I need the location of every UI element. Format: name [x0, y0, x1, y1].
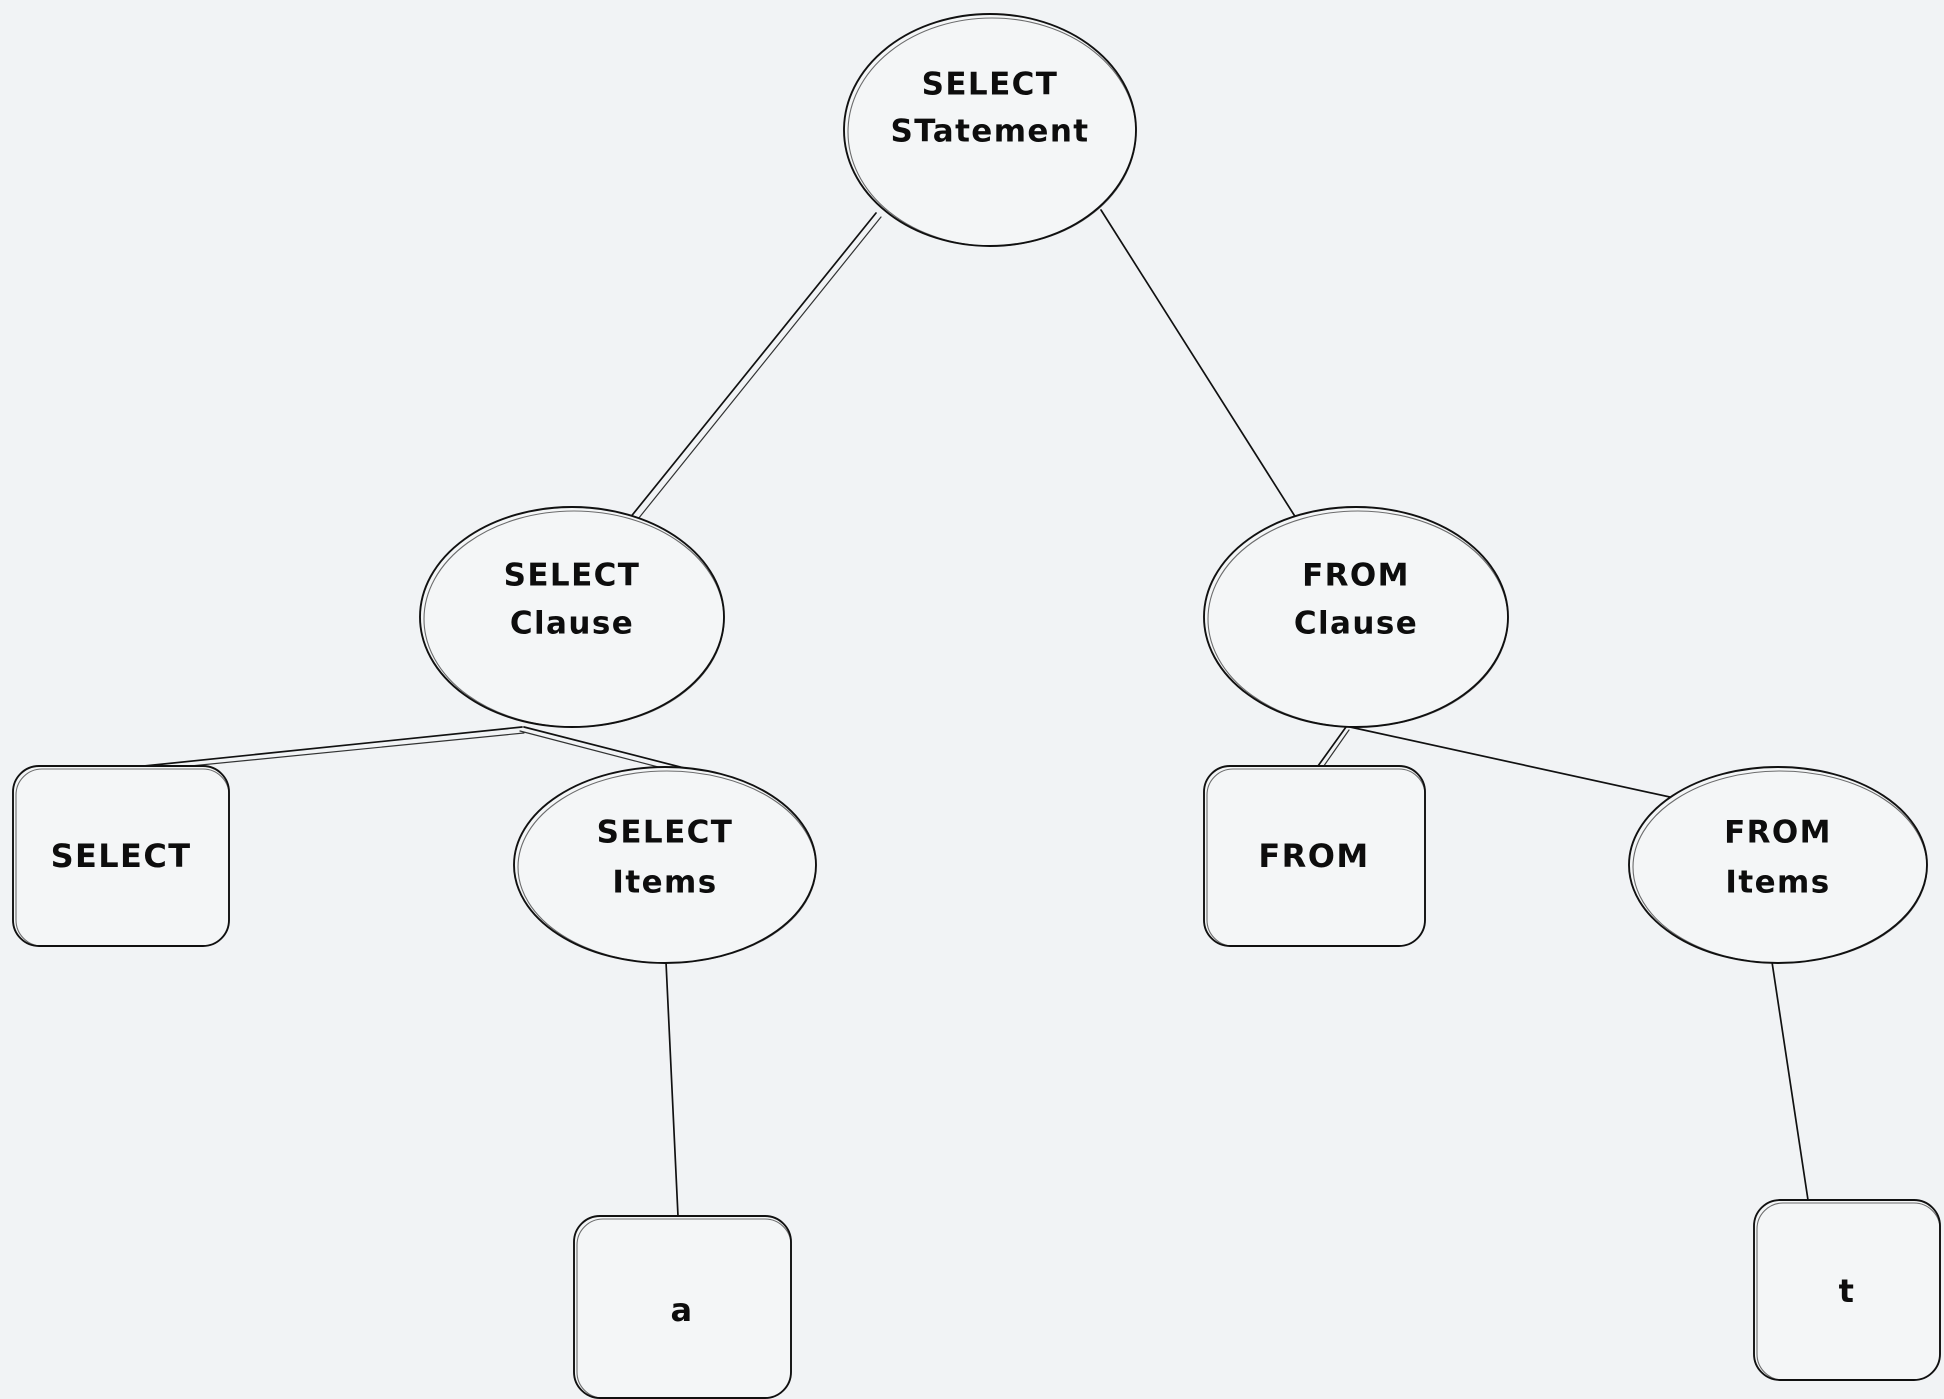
node-column-a[interactable]: a [573, 1215, 792, 1399]
node-select-items-line1: SELECT [597, 815, 734, 851]
node-from-items-line1: FROM [1724, 815, 1832, 851]
node-select-clause-line2: Clause [510, 606, 634, 642]
node-column-a-label: a [671, 1291, 694, 1329]
node-from-terminal[interactable]: FROM [1203, 765, 1426, 947]
node-table-t-label: t [1839, 1272, 1856, 1310]
node-from-clause-line2: Clause [1294, 606, 1418, 642]
node-select-statement-line1: SELECT [922, 67, 1059, 103]
edge-layer [143, 209, 1809, 1217]
node-select-terminal[interactable]: SELECT [12, 765, 230, 947]
node-from-clause-line1: FROM [1302, 558, 1410, 594]
edge-select-clause-to-select-terminal [143, 726, 525, 771]
node-from-terminal-label: FROM [1258, 837, 1369, 875]
node-from-clause[interactable]: FROM Clause [1203, 506, 1509, 728]
edge-from-items-to-table-t [1771, 961, 1809, 1201]
node-from-items[interactable]: FROM Items [1628, 766, 1928, 964]
node-table-t[interactable]: t [1753, 1199, 1941, 1381]
edge-from-clause-to-from-terminal [1317, 726, 1350, 771]
node-select-clause[interactable]: SELECT Clause [419, 506, 725, 728]
edge-from-clause-to-from-items [1349, 726, 1712, 807]
node-select-statement-line2: STatement [890, 114, 1089, 150]
node-select-terminal-label: SELECT [51, 837, 192, 875]
edge-statement-to-from-clause [1100, 209, 1297, 519]
node-select-items[interactable]: SELECT Items [513, 766, 817, 964]
node-from-items-line2: Items [1725, 865, 1830, 901]
node-select-items-line2: Items [612, 865, 717, 901]
edge-statement-to-select-clause [624, 212, 882, 530]
node-select-clause-line1: SELECT [504, 558, 641, 594]
node-select-statement[interactable]: SELECT STatement [843, 13, 1137, 247]
edge-select-items-to-column-a [665, 961, 679, 1217]
